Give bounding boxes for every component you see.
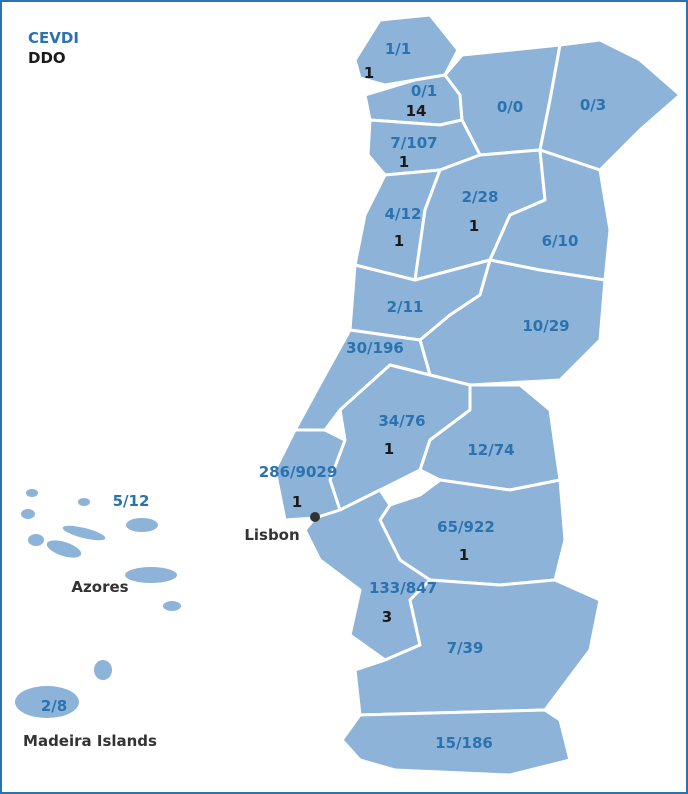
cevdi-label-vila-real: 0/0: [497, 98, 523, 116]
azores-islands: [21, 489, 181, 611]
ddo-label-santarem: 1: [384, 440, 394, 458]
cevdi-label-viseu: 2/28: [462, 188, 499, 206]
cevdi-label-setubal: 133/847: [369, 579, 437, 597]
district-faro[interactable]: [340, 708, 572, 777]
cevdi-label-braganca: 0/3: [580, 96, 606, 114]
ddo-label-viana: 1: [364, 64, 374, 82]
ddo-label-porto: 1: [399, 153, 409, 171]
ddo-label-aveiro: 1: [394, 232, 404, 250]
cevdi-label-castelo-branco: 10/29: [522, 317, 569, 335]
cevdi-label-porto: 7/107: [390, 134, 437, 152]
ddo-label-evora: 1: [459, 546, 469, 564]
district-braganca[interactable]: [538, 38, 682, 172]
district-santarem[interactable]: [328, 363, 472, 512]
place-label-azores: Azores: [71, 578, 128, 596]
ddo-label-viseu: 1: [469, 217, 479, 235]
cevdi-label-evora: 65/922: [437, 518, 495, 536]
legend-cevdi: CEVDI: [28, 29, 79, 47]
cevdi-label-azores: 5/12: [113, 492, 150, 510]
cevdi-labels: 1/1 0/1 0/0 0/3 7/107 4/12 2/28 6/10 2/1…: [41, 40, 606, 752]
place-label-madeira: Madeira Islands: [23, 732, 157, 750]
ddo-label-braga: 14: [406, 102, 427, 120]
cevdi-label-viana: 1/1: [385, 40, 411, 58]
cevdi-label-madeira: 2/8: [41, 697, 67, 715]
cevdi-label-leiria: 30/196: [346, 339, 404, 357]
ddo-label-setubal: 3: [382, 608, 392, 626]
cevdi-label-lisboa: 286/9029: [259, 463, 338, 481]
legend: CEVDI DDO: [28, 28, 79, 68]
cevdi-label-aveiro: 4/12: [385, 205, 422, 223]
ddo-label-lisboa: 1: [292, 493, 302, 511]
cevdi-label-portalegre: 12/74: [467, 441, 514, 459]
legend-ddo: DDO: [28, 49, 66, 67]
cevdi-label-faro: 15/186: [435, 734, 493, 752]
ddo-labels: 1 14 1 1 1 1 1 1 3: [292, 64, 479, 626]
cevdi-label-beja: 7/39: [447, 639, 484, 657]
lisbon-marker: [310, 512, 320, 522]
cevdi-label-guarda: 6/10: [542, 232, 579, 250]
cevdi-label-coimbra: 2/11: [387, 298, 424, 316]
cevdi-label-santarem: 34/76: [378, 412, 425, 430]
place-label-lisbon: Lisbon: [244, 526, 299, 544]
madeira-islands: [15, 660, 112, 718]
cevdi-label-braga: 0/1: [411, 82, 437, 100]
